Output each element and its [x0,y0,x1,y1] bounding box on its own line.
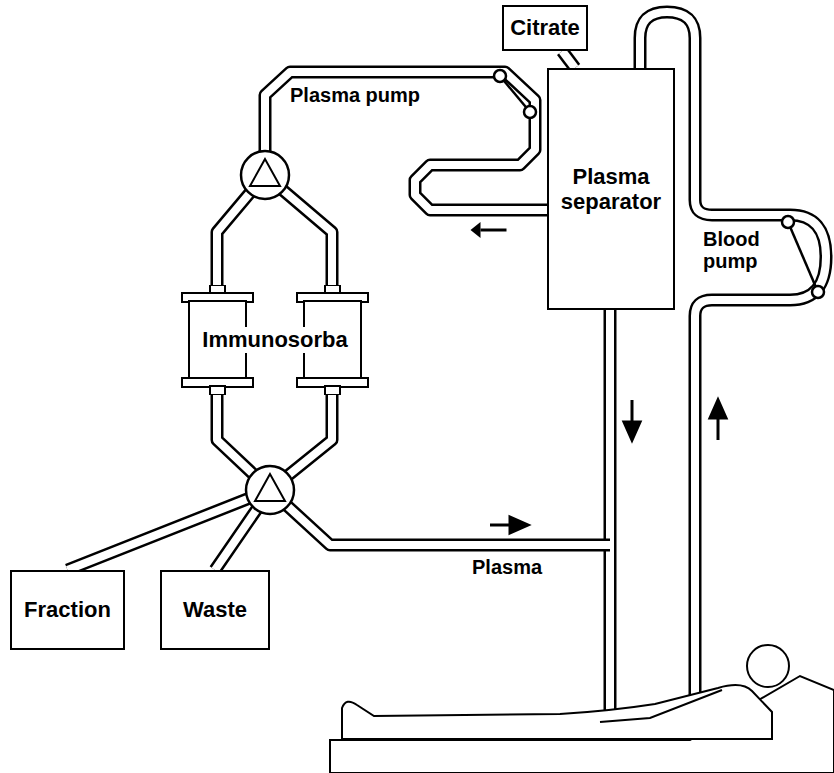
node-label: Citrate [510,15,580,40]
flow-label: Plasma [472,556,542,578]
supply-box: Citrate [502,5,588,51]
valve-symbol [241,151,289,199]
flow-arrow [710,400,726,440]
valve-symbol [246,466,294,514]
node-label: Immunosorba [199,327,350,352]
adsorber-columns: Immunosorba [180,285,370,395]
node-label: Fraction [24,597,111,622]
flow-arrow [490,517,528,533]
pump-symbol [494,70,536,118]
tube-connector [217,72,547,285]
flow-arrow [624,400,640,440]
collection-box: Fraction [10,570,125,650]
collection-box: Waste [160,570,270,650]
node-label: Waste [183,597,247,622]
tube-connector [562,51,575,68]
pump-label: Plasma pump [290,84,420,106]
pump-symbol [782,216,824,298]
patient-figure [330,645,834,773]
separator-box: Plasma separator [547,68,675,310]
node-label: Plasma separator [555,164,667,215]
blood-tubing [265,12,826,712]
tube-connector [215,395,332,570]
pump-label: Blood pump [703,228,767,272]
